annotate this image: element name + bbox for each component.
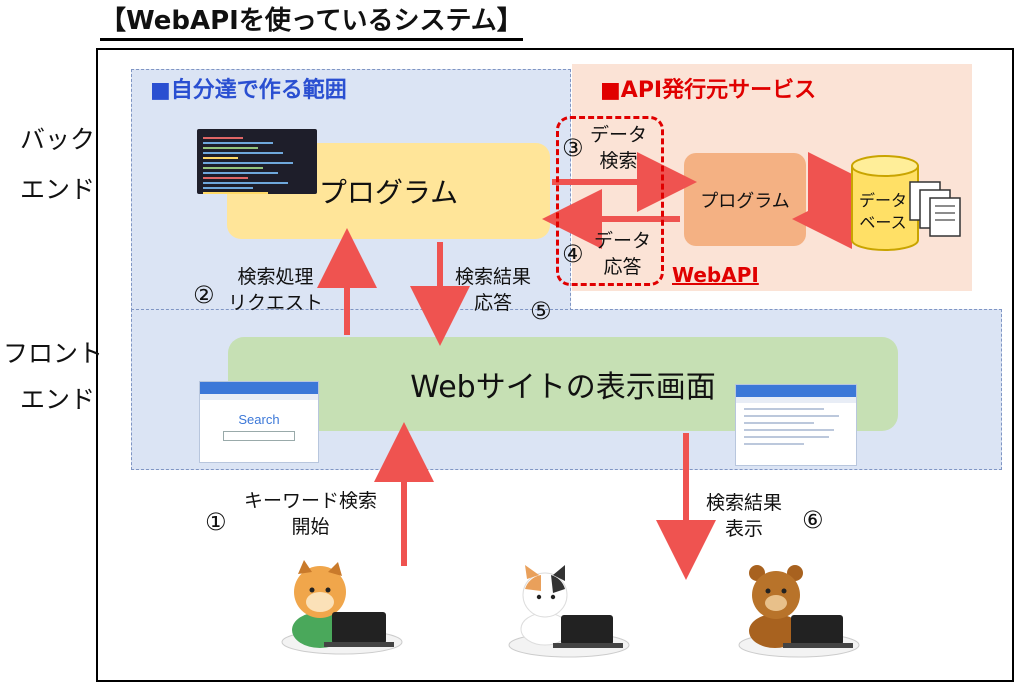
backend-label-line1: バック bbox=[20, 125, 96, 154]
step4-label-line1: データ bbox=[594, 230, 652, 252]
backend-label-line2: エンド bbox=[20, 175, 96, 204]
bear-user-icon bbox=[738, 565, 860, 658]
diagram-frame bbox=[96, 48, 1014, 682]
search-logo: Search bbox=[238, 412, 280, 427]
step6-label-line2: 表示 bbox=[725, 518, 764, 540]
step3-label-line1: データ bbox=[590, 124, 648, 146]
step2-label-line1: 検索処理 bbox=[237, 266, 314, 288]
code-screenshot-icon bbox=[197, 129, 317, 194]
step6-label: 検索結果 表示 bbox=[706, 490, 782, 542]
step5-label-line1: 検索結果 bbox=[455, 266, 532, 288]
api-provider-label: ■API発行元サービス bbox=[600, 78, 817, 103]
webapi-label: WebAPI bbox=[672, 263, 759, 287]
step2-number: ② bbox=[193, 281, 215, 309]
database-label-line2: ベース bbox=[859, 213, 907, 232]
own-scope-label: ■自分達で作る範囲 bbox=[150, 78, 347, 103]
step4-label-line2: 応答 bbox=[603, 256, 642, 278]
database-label: データ ベース bbox=[859, 190, 907, 234]
step6-label-line1: 検索結果 bbox=[706, 492, 783, 514]
results-browser-icon bbox=[735, 384, 857, 466]
api-program-box: プログラム bbox=[684, 153, 806, 246]
page-title: 【WebAPIを使っているシステム】 bbox=[100, 4, 523, 41]
own-scope-region-joint bbox=[132, 310, 570, 312]
database-label-line1: データ bbox=[859, 191, 908, 210]
step3-label-line2: 検索 bbox=[599, 150, 638, 172]
step2-label-line2: リクエスト bbox=[228, 292, 324, 314]
step2-label: 検索処理 リクエスト bbox=[228, 264, 323, 316]
step1-label-line2: 開始 bbox=[291, 516, 330, 538]
step4-number: ④ bbox=[562, 240, 584, 268]
database-icon bbox=[851, 155, 919, 251]
dog-user-icon bbox=[281, 560, 403, 655]
step3-label: データ 検索 bbox=[590, 122, 647, 174]
step6-number: ⑥ bbox=[802, 506, 824, 534]
step5-label: 検索結果 応答 bbox=[455, 264, 531, 316]
frontend-label-line2: エンド bbox=[20, 385, 96, 414]
step5-label-line2: 応答 bbox=[474, 292, 513, 314]
step3-number: ③ bbox=[562, 134, 584, 162]
step5-number: ⑤ bbox=[530, 297, 552, 325]
search-browser-icon: Search bbox=[199, 381, 319, 463]
step1-label-line1: キーワード検索 bbox=[244, 490, 378, 512]
frontend-label-line1: フロント bbox=[3, 339, 104, 368]
cat-user-icon bbox=[508, 565, 630, 658]
step1-number: ① bbox=[205, 508, 227, 536]
step1-label: キーワード検索 開始 bbox=[244, 488, 377, 540]
document-stack-icon bbox=[909, 181, 961, 237]
webapi-highlight-box bbox=[556, 116, 664, 286]
step4-label: データ 応答 bbox=[594, 228, 651, 280]
